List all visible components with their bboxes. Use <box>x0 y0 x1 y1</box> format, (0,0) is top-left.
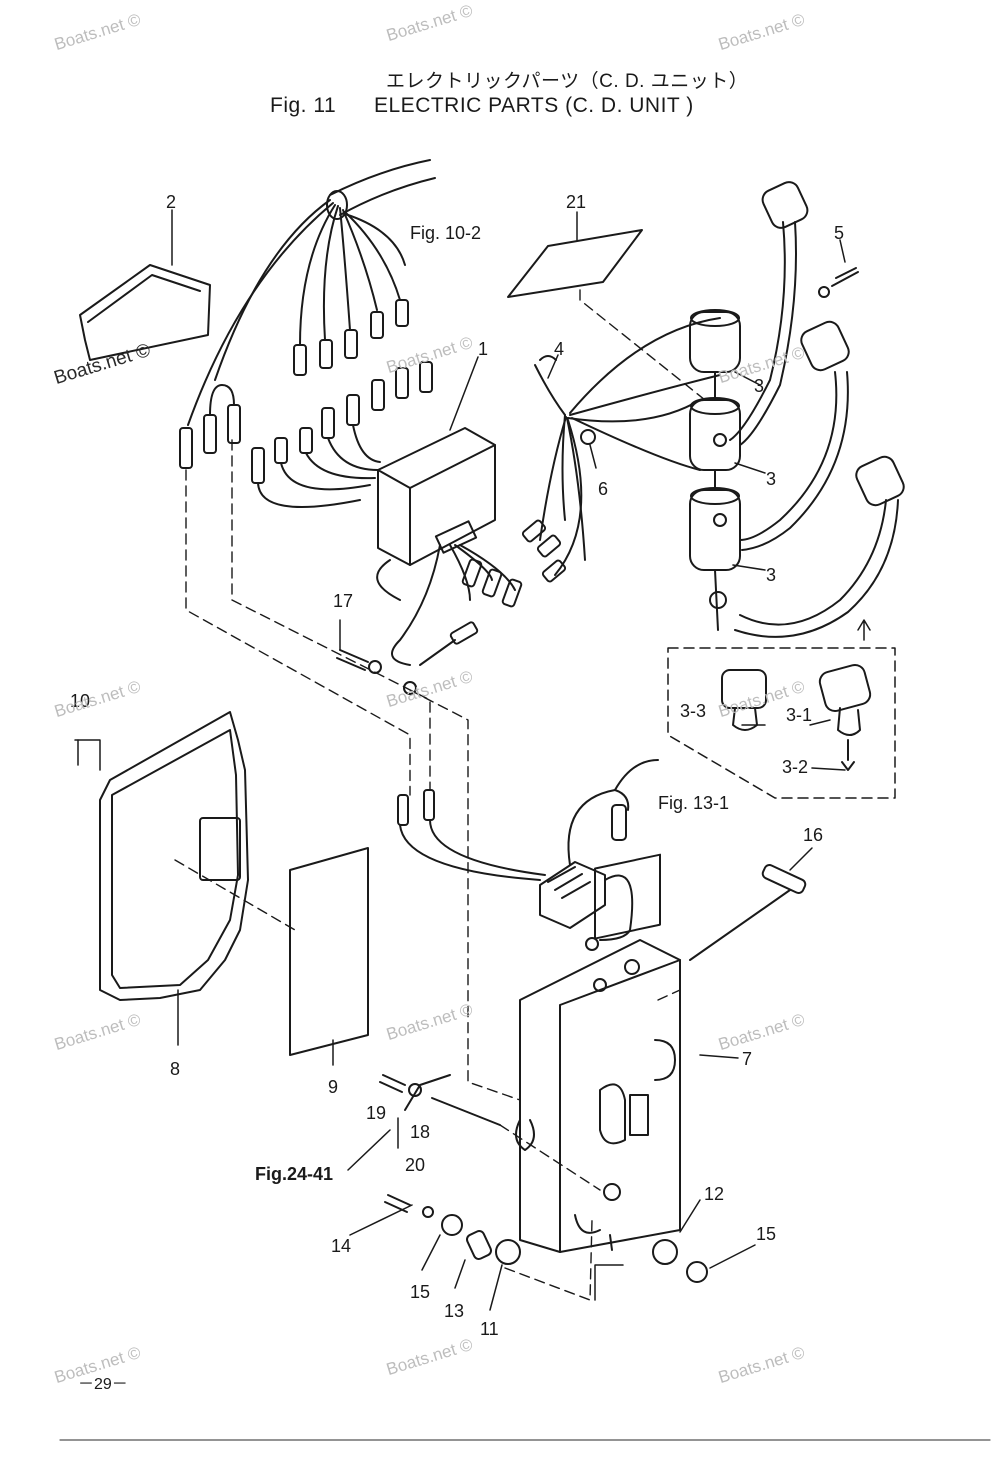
callout-6: 6 <box>598 479 609 499</box>
lower-connectors <box>251 361 433 508</box>
figure-number: Fig. 11 <box>270 94 337 117</box>
callout-3-upper: 3 <box>754 376 765 396</box>
callout-18: 18 <box>410 1122 431 1142</box>
callout-17: 17 <box>333 591 354 611</box>
ref-fig-13-1: Fig. 13-1 <box>658 793 730 813</box>
callout-3-2: 3-2 <box>782 757 809 777</box>
spark-plug-leads <box>729 181 905 638</box>
callout-3-middle: 3 <box>766 469 777 489</box>
rectifier-regulator <box>397 759 659 951</box>
callout-13: 13 <box>444 1301 465 1321</box>
upper-connectors <box>179 299 409 469</box>
callout-21: 21 <box>566 192 587 212</box>
callout-14: 14 <box>331 1236 352 1256</box>
figure-title-japanese: エレクトリックパーツ（C. D. ユニット） <box>386 71 749 92</box>
callout-15-left: 15 <box>410 1282 431 1302</box>
cd-cover-8 <box>99 711 249 1001</box>
insulation-sheet-9 <box>289 847 369 1056</box>
main-harness-cable <box>329 159 431 196</box>
figure-title: ELECTRIC PARTS (C. D. UNIT ) <box>374 94 694 117</box>
callout-1: 1 <box>478 339 489 359</box>
callout-7: 7 <box>742 1049 753 1069</box>
ignition-coils <box>689 309 741 631</box>
callout-11: 11 <box>480 1319 499 1339</box>
callout-20: 20 <box>405 1155 426 1175</box>
label-sheet-21 <box>507 229 643 298</box>
harness-wires <box>187 199 406 426</box>
callout-4: 4 <box>554 339 565 359</box>
callout-8: 8 <box>170 1059 181 1079</box>
ref-fig-10-2: Fig. 10-2 <box>410 223 482 243</box>
callout-2: 2 <box>166 192 177 212</box>
callout-15-right: 15 <box>756 1224 777 1244</box>
bracket-2 <box>79 264 211 361</box>
plug-cap-3-1 <box>818 663 872 713</box>
callout-3-1: 3-1 <box>786 705 813 725</box>
screw-5 <box>831 267 859 287</box>
cd-unit-box <box>377 427 496 566</box>
callout-10: 10 <box>70 691 91 711</box>
callout-5: 5 <box>834 223 845 243</box>
callout-12: 12 <box>704 1184 725 1204</box>
page-number: －29－ <box>78 1376 128 1393</box>
callout-9: 9 <box>328 1077 339 1097</box>
terminal-3-2 <box>841 739 855 771</box>
callout-16: 16 <box>803 825 824 845</box>
callout-19: 19 <box>366 1103 387 1123</box>
callout-3-3: 3-3 <box>680 701 707 721</box>
fuse-16 <box>761 864 807 894</box>
ref-fig-24-41: Fig.24-41 <box>255 1164 334 1184</box>
callout-3-lower: 3 <box>766 565 777 585</box>
cd-plate-7 <box>515 853 681 1253</box>
plug-cap-3-3 <box>721 669 767 709</box>
detail-inset-box <box>667 647 896 799</box>
